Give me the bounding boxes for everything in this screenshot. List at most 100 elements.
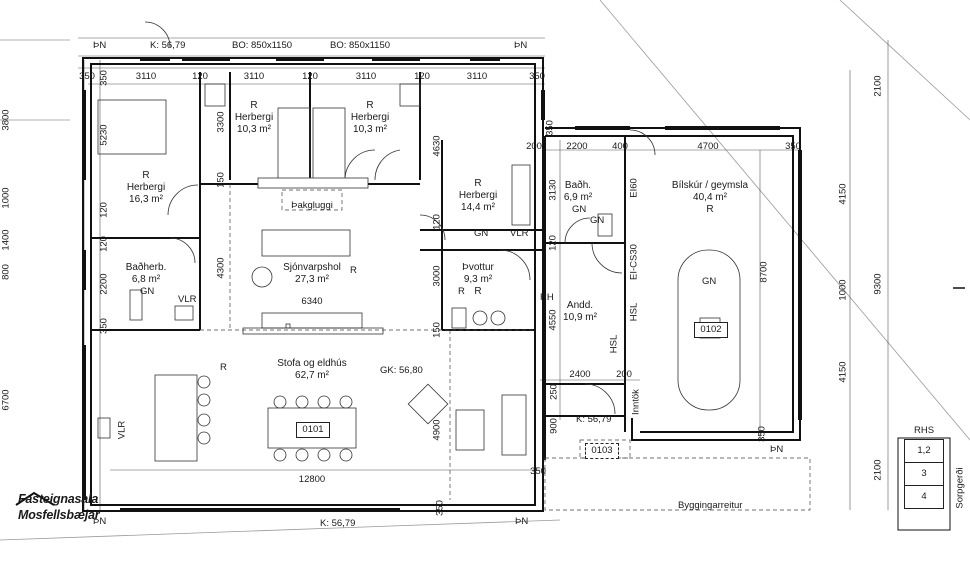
dim-top-8: 350 [529,71,545,82]
dim-400: 400 [612,141,628,152]
dim-350c: 350 [544,120,556,136]
room-stofa-r: R [220,362,227,373]
dim-3130: 3130 [547,179,559,201]
gn-label-5: GN [590,215,605,226]
level-bottom: K: 56,79 [320,518,356,529]
rhs-bin-table: RHS 1,2 3 4 [904,425,944,509]
windows [82,57,802,512]
dim-top-2: 120 [192,71,208,82]
dim-900: 900 [548,418,560,434]
dim-left-4: 350 [98,318,110,334]
logo-line-2: Mosfellsbæjar [18,508,100,522]
north-marker-top-left: ÞN [93,40,107,51]
gn-label-2: GN [474,228,489,239]
dim-farleft-0: 3800 [0,109,12,131]
dim-farright-5: 9300 [872,273,884,295]
unit-id-0103: 0103 [585,443,619,459]
dim-4300: 4300 [215,257,227,279]
room-sjonvarpshol-r: R [350,265,357,276]
dim-3000: 3000 [431,265,443,287]
dim-left-3: 2200 [98,273,110,295]
furniture [97,83,741,462]
north-marker-right: ÞN [770,444,784,455]
north-marker-bottom-left: ÞN [93,516,107,527]
logo-line-1: Fasteignasala [18,492,99,506]
dim-350b: 350 [434,500,446,516]
dim-2400: 2400 [569,369,591,380]
vlr-label-3: VLR [116,420,128,440]
window-label-2: BO: 850x1150 [330,40,391,51]
dim-farleft-1: 1000 [0,187,12,209]
dim-top-1: 3110 [135,71,157,82]
dim-3300: 3300 [215,111,227,133]
dashed-outlines [200,184,811,511]
agency-logo: Fasteignasala Mosfellsbæjar [14,491,114,539]
dimension-lines [78,37,889,510]
vlr-label-1: VLR [178,294,197,305]
dim-200a: 200 [526,141,542,152]
dim-top-7: 3110 [466,71,488,82]
vlr-label-2: VLR [510,228,529,239]
dim-6340: 6340 [301,296,323,307]
dim-4700: 4700 [697,141,719,152]
dim-120a: 120 [431,214,443,230]
level-gk: GK: 56,80 [380,365,423,376]
dim-120b: 120 [547,235,559,251]
dim-350e: 350 [756,426,768,442]
dim-top-0: 350 [79,71,95,82]
gn-label-3: GN [572,204,587,215]
level-entry: K: 56,79 [576,414,612,425]
dim-farleft-2: 1400 [0,229,12,251]
window-label-1: BO: 850x1150 [232,40,293,51]
dim-top-4: 120 [302,71,318,82]
dim-150a: 150 [215,172,227,188]
dim-farright-1: 4150 [837,183,849,205]
dim-left-0: 350 [98,70,110,86]
rh-label: RH [540,292,554,303]
unit-id-0101: 0101 [296,422,330,438]
room-badherb: Baðherb.6,8 m² [125,262,167,285]
dim-4630: 4630 [431,135,443,157]
rhs-cell-1: 1,2 [904,439,944,463]
logo-roof-icon [15,491,55,506]
dim-2200: 2200 [566,141,588,152]
sorpgerdi-label: Sorpgerði [954,467,966,509]
dim-8700: 8700 [758,261,770,283]
dim-150b: 150 [431,322,443,338]
door-swings [144,21,656,415]
dim-12800: 12800 [298,474,326,485]
dim-120c: 120 [98,202,110,218]
dim-farleft-4: 6700 [0,389,12,411]
hsl-label-1: HSL [628,302,640,322]
inntok-label: Inntök [630,389,642,415]
gn-label-1: GN [140,286,155,297]
dim-250: 250 [548,384,560,400]
byggingarreitur-label: Byggingarreitur [678,500,743,511]
dim-farright-2: 1000 [837,279,849,301]
dim-top-5: 3110 [355,71,377,82]
dim-left-1: 5230 [98,124,110,146]
dim-farright-4: 2100 [872,459,884,481]
dim-farright-3: 4150 [837,361,849,383]
hsl-label-2: HSL [608,334,620,354]
lot-lines [0,0,970,541]
dim-left-2: 120 [98,236,110,252]
dim-top-6: 120 [414,71,430,82]
dim-200b: 200 [616,369,632,380]
room-andd: Andd.10,9 m² [563,300,597,323]
rhs-header: RHS [913,425,935,436]
level-top: K: 56,79 [150,40,186,51]
dim-top-3: 3110 [243,71,265,82]
eics30-label: EI-CS30 [628,244,640,280]
dim-4550: 4550 [547,309,559,331]
rhs-cell-2: 3 [904,462,944,486]
dim-350a: 350 [530,466,546,477]
